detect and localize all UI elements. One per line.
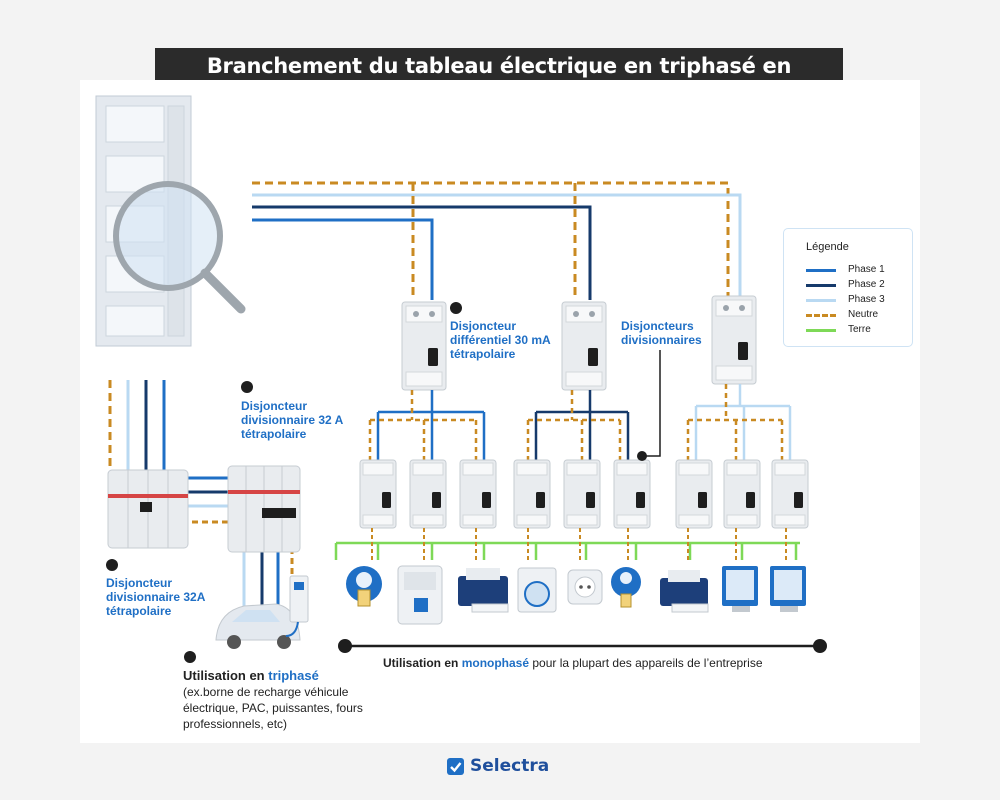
diff-breaker [711,295,757,385]
main-supply-lines [252,181,742,300]
legend-swatch [806,314,836,317]
lightbulb-icon [611,567,641,608]
legend-label: Neutre [848,309,879,320]
check-icon [447,758,464,775]
legend-label: Terre [848,324,871,335]
callout-line [644,350,661,457]
printer-icon [458,568,509,613]
coffee-machine-icon [397,565,443,625]
tri-examples: (ex.borne de recharge véhicule électriqu… [183,685,363,731]
label-div32-top: Disjoncteur divisionnaire 32 A tétrapola… [241,399,343,441]
legend-item-neutre: Neutre [806,308,910,322]
branch-wiring [368,384,792,460]
page-title: Branchement du tableau électrique en tri… [155,48,843,114]
legend-label: Phase 1 [848,264,885,275]
tri-word: triphasé [268,668,319,683]
label-dot [450,302,462,314]
legend-swatch [806,284,836,287]
label-dot [106,559,118,571]
lightbulb-icon [346,566,382,607]
callout-dot [637,451,647,461]
legend-swatch [806,329,836,332]
legend-item-terre: Terre [806,323,910,337]
legend-item-phase-2: Phase 2 [806,278,910,292]
legend-title: Légende [806,241,849,253]
wall-socket-icon [567,569,603,605]
ev-car-icon [215,603,301,649]
legend: Légende Phase 1 Phase 2 Phase 3 Neutre T… [783,228,913,347]
legend-label: Phase 3 [848,294,885,305]
monophase-caption: Utilisation en monophasé pour la plupart… [383,656,763,670]
legend-swatch [806,299,836,302]
tri-prefix: Utilisation en [183,668,269,683]
charging-station-icon [285,575,309,637]
earth-bus [334,541,800,560]
diff-breaker [401,301,447,391]
brand-name: Selectra [470,756,550,776]
monophase-line [338,639,827,653]
mono-prefix: Utilisation en [383,656,462,670]
label-divisionnaires: Disjoncteurs divisionnaires [621,319,702,347]
diff-breaker [561,301,607,391]
label-dot [184,651,196,663]
mono-suffix: pour la plupart des appareils de l’entre… [529,656,763,670]
breaker-32a-left [107,469,189,549]
label-diff-breaker: Disjoncteur différentiel 30 mA tétrapola… [450,319,551,361]
label-dot [241,381,253,393]
legend-item-phase-1: Phase 1 [806,263,910,277]
legend-label: Phase 2 [848,279,885,290]
neutral-drops [371,528,787,560]
triphase-caption: Utilisation en triphasé (ex.borne de rec… [183,668,383,732]
legend-item-phase-3: Phase 3 [806,293,910,307]
monitor-icon [770,566,806,612]
triphase-feed [108,380,294,620]
magnifier-icon [113,181,246,314]
printer-icon [660,570,709,613]
divisionnaire-breakers [359,459,809,529]
mono-word: monophasé [461,656,530,670]
breaker-32a-right [227,465,301,553]
washing-machine-icon [517,567,557,613]
label-div32-bottom: Disjoncteur divisionnaire 32A tétrapolai… [106,576,205,618]
legend-swatch [806,269,836,272]
monitor-icon [722,566,758,612]
